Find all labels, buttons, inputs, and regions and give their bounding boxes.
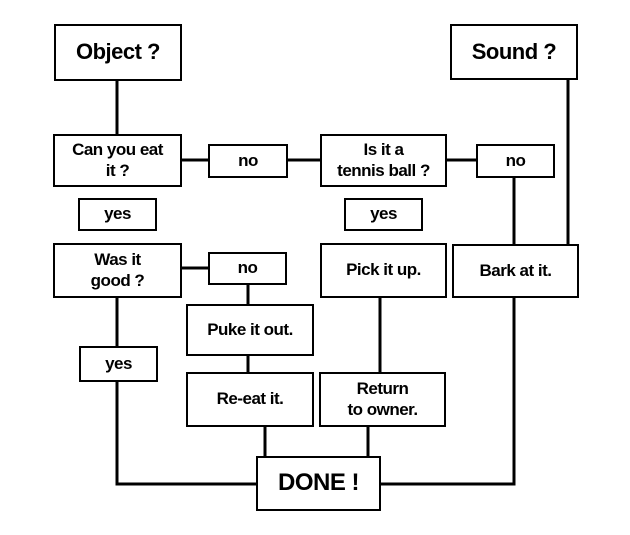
object-box: Object ? [54,24,182,81]
pick-it-up-box: Pick it up. [320,243,447,298]
yes-label-good: yes [79,346,158,382]
yes-label-tennis: yes [344,198,423,231]
edge-bark-to-done [381,298,516,486]
return-to-owner-box: Return to owner. [319,372,446,427]
puke-it-out-box: Puke it out. [186,304,314,356]
no-label-tennis: no [476,144,555,178]
is-tennis-ball-box: Is it a tennis ball ? [320,134,447,187]
sound-box: Sound ? [450,24,578,80]
re-eat-it-box: Re-eat it. [186,372,314,427]
edge-yes-to-done [115,382,256,486]
was-it-good-box: Was it good ? [53,243,182,298]
no-label-eat: no [208,144,288,178]
done-box: DONE ! [256,456,381,511]
no-label-good: no [208,252,287,285]
yes-label-eat: yes [78,198,157,231]
bark-at-it-box: Bark at it. [452,244,579,298]
can-you-eat-box: Can you eat it ? [53,134,182,187]
